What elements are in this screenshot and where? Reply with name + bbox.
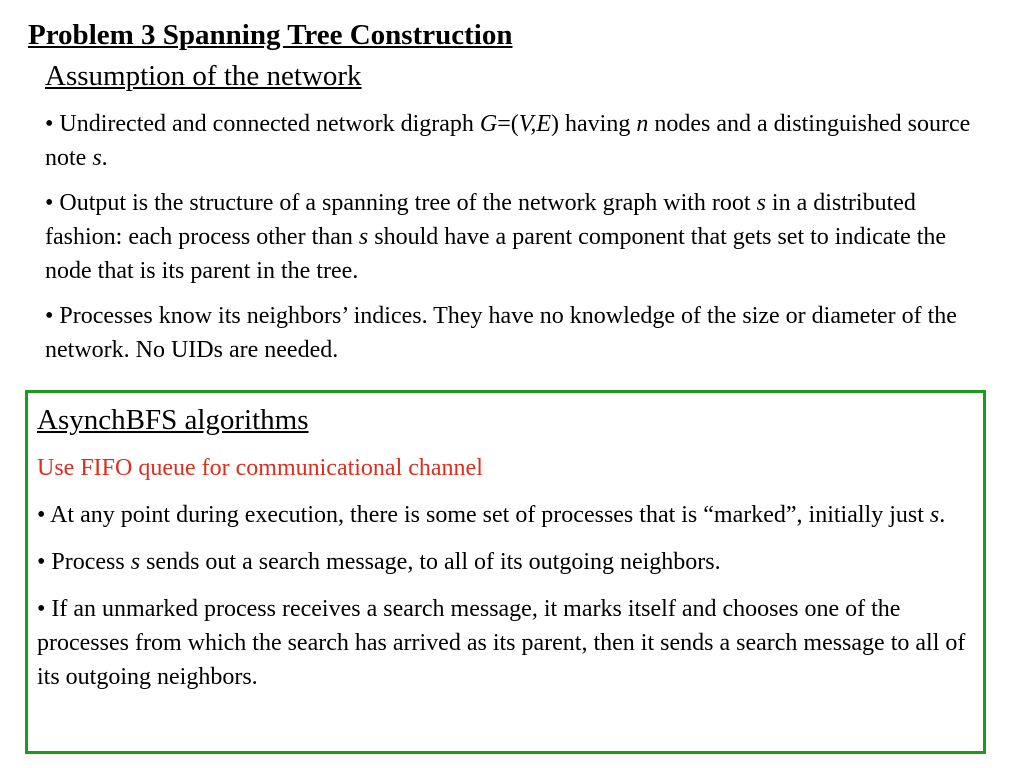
text-fragment: • At any point during execution, there i… — [37, 502, 930, 528]
text-fragment: nodes and a distinguished source note — [45, 111, 971, 171]
math-n: n — [636, 111, 649, 137]
math-s: s — [92, 145, 102, 171]
text-fragment: ) having — [551, 111, 637, 137]
asynchbfs-box: AsynchBFS algorithms Use FIFO queue for … — [25, 390, 986, 754]
slide-title: Problem 3 Spanning Tree Construction — [28, 19, 513, 51]
assumption-heading: Assumption of the network — [45, 60, 362, 92]
asynchbfs-bullet-search: • Process s sends out a search message, … — [37, 545, 974, 579]
text-fragment: . — [939, 502, 946, 528]
math-s: s — [358, 224, 369, 250]
assumption-bullet-graph: • Undirected and connected network digra… — [45, 107, 985, 175]
math-G: G — [479, 111, 498, 137]
text-fragment: sends out a search message, to all of it… — [140, 549, 721, 575]
asynchbfs-bullet-marked: • At any point during execution, there i… — [37, 498, 974, 532]
text-fragment: in a distributed fashion: each process o… — [45, 190, 916, 250]
assumption-section: Assumption of the network • Undirected a… — [45, 57, 985, 367]
math-s: s — [756, 190, 766, 216]
text-fragment: • Process — [37, 549, 131, 575]
text-fragment: should have a parent component that gets… — [45, 224, 947, 284]
fifo-subtitle: Use FIFO queue for communicational chann… — [37, 455, 483, 481]
text-fragment: =( — [497, 111, 519, 137]
math-s: s — [929, 502, 940, 528]
assumption-bullet-output: • Output is the structure of a spanning … — [45, 186, 985, 288]
math-s: s — [130, 549, 141, 575]
text-fragment: • Output is the structure of a spanning … — [45, 190, 757, 216]
assumption-bullet-knowledge: • Processes know its neighbors’ indices.… — [45, 303, 957, 363]
asynchbfs-heading: AsynchBFS algorithms — [37, 404, 309, 436]
text-fragment: • Undirected and connected network digra… — [45, 111, 480, 137]
text-fragment: . — [101, 145, 108, 171]
asynchbfs-bullet-unmarked: • If an unmarked process receives a sear… — [37, 596, 966, 690]
math-VE: V,E — [518, 111, 552, 137]
